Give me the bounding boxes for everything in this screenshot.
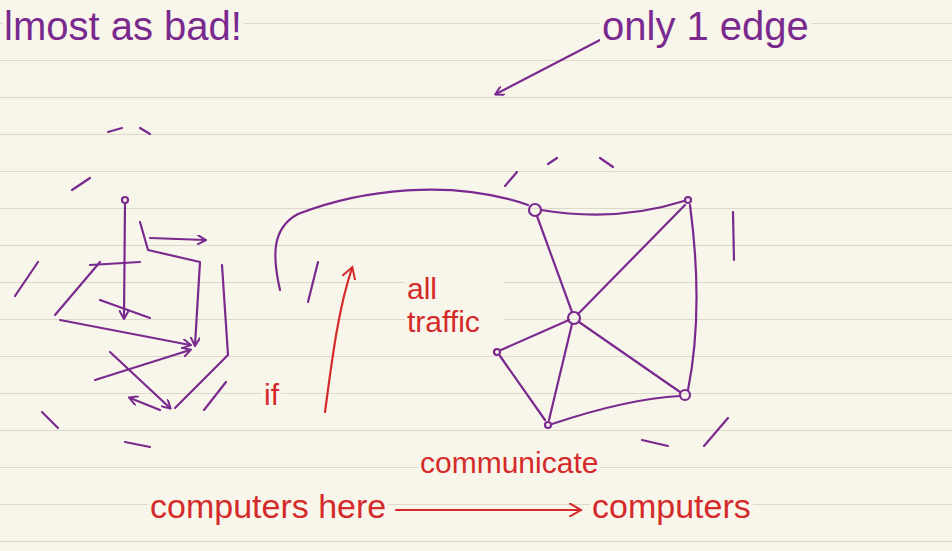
- note-text: only 1 edge: [600, 4, 811, 48]
- annotation: computers: [590, 488, 753, 525]
- note-text: lmost as bad!: [2, 4, 244, 48]
- annotation: computers here: [148, 488, 388, 525]
- purple-ink: [15, 40, 734, 447]
- annotation: if: [262, 378, 281, 411]
- annotation: all traffic: [405, 272, 504, 338]
- annotation: communicate: [418, 446, 600, 479]
